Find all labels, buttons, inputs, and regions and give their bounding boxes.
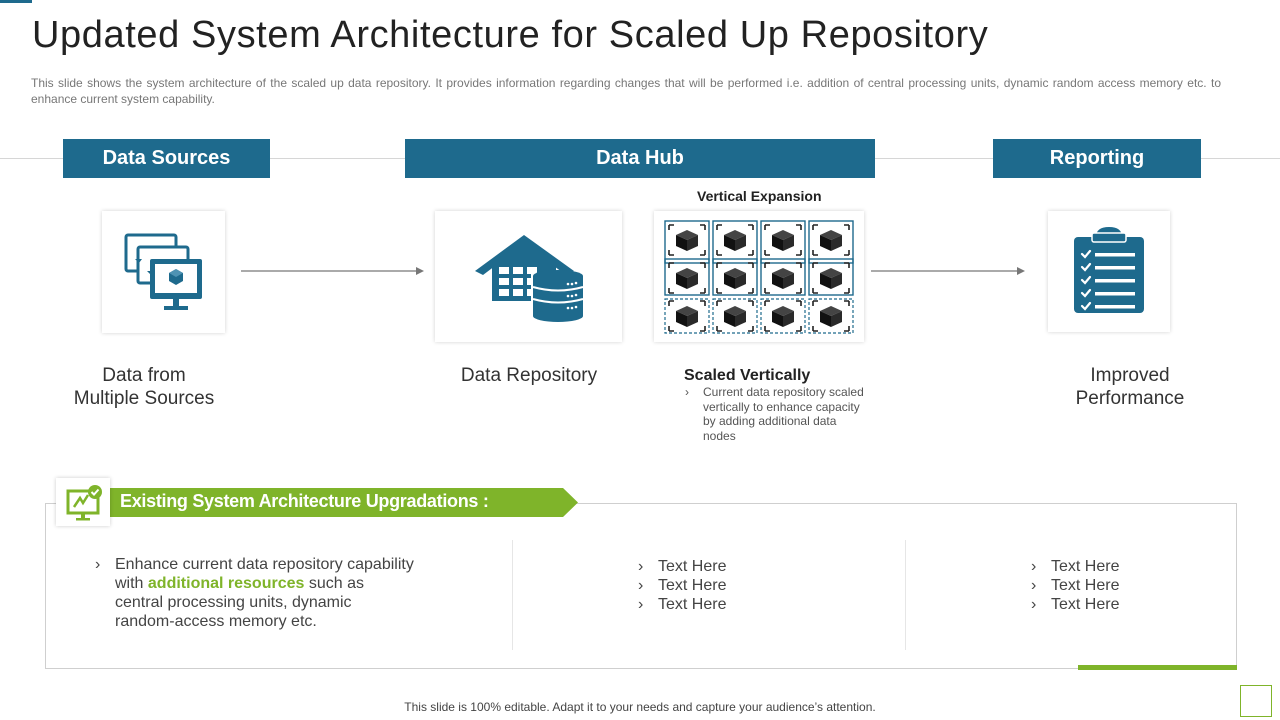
bullet-chevron-icon: ›	[638, 577, 644, 594]
corner-accent	[0, 0, 32, 3]
flow-arrow-sources-to-hub	[241, 267, 424, 275]
list-item: › Text Here	[638, 557, 726, 576]
cube-grid-icon	[664, 220, 854, 334]
list-item-text: Text Here	[658, 577, 727, 594]
list-item-text: Text Here	[658, 596, 727, 613]
scaled-vertically-bullet: › Current data repository scaled vertica…	[685, 385, 868, 443]
sources-label-line2: Multiple Sources	[73, 388, 215, 409]
monitor-check-icon	[66, 485, 102, 521]
scaled-vertically-text: Current data repository scaled verticall…	[703, 385, 864, 443]
list-item: › Text Here	[1031, 595, 1119, 614]
list-item: › Text Here	[1031, 557, 1119, 576]
nodes-card	[654, 211, 864, 342]
bullet-chevron-icon: ›	[1031, 558, 1037, 575]
list-item-text: Text Here	[658, 558, 727, 575]
column-separator-1	[512, 540, 513, 650]
sources-label: Data from Multiple Sources	[44, 364, 244, 410]
repository-card	[435, 211, 622, 342]
flow-arrow-hub-to-reporting	[871, 267, 1025, 275]
scaled-vertically-title: Scaled Vertically	[684, 367, 811, 384]
sources-card	[102, 211, 225, 333]
reporting-label-line2: Performance	[1075, 388, 1185, 409]
list-item-text: Text Here	[1051, 558, 1120, 575]
upgrades-panel	[45, 503, 1237, 669]
header-data-hub: Data Hub	[405, 139, 875, 178]
panel-accent-bar	[1078, 665, 1237, 670]
reporting-label-line1: Improved	[1090, 365, 1170, 386]
upgrade-highlight: additional resources	[147, 575, 305, 592]
house-database-icon	[475, 235, 585, 322]
bullet-chevron-icon: ›	[638, 596, 644, 613]
header-data-sources: Data Sources	[63, 139, 270, 178]
upgrades-heading: Existing System Architecture Upgradation…	[120, 491, 489, 511]
upgrade-column-1: › Enhance current data repository capabi…	[95, 555, 415, 631]
corner-square-icon	[1240, 685, 1272, 717]
bullet-chevron-icon: ›	[638, 558, 644, 575]
vertical-expansion-label: Vertical Expansion	[697, 188, 822, 204]
list-item-text: Text Here	[1051, 596, 1120, 613]
list-item: › Text Here	[1031, 576, 1119, 595]
list-item: › Text Here	[638, 576, 726, 595]
bullet-chevron-icon: ›	[1031, 577, 1037, 594]
monitors-network-icon	[124, 233, 202, 310]
ribbon-icon-box	[56, 478, 110, 526]
reporting-label: Improved Performance	[1030, 364, 1230, 410]
upgrade-text-start: Enhance current data repository capabili…	[115, 556, 414, 592]
upgrade-column-2: › Text Here › Text Here › Text Here	[638, 557, 726, 614]
page-title: Updated System Architecture for Scaled U…	[32, 14, 989, 56]
sources-label-line1: Data from	[102, 365, 186, 386]
repository-label: Data Repository	[460, 365, 598, 386]
bullet-chevron-icon: ›	[685, 385, 689, 399]
footer-note: This slide is 100% editable. Adapt it to…	[404, 700, 876, 714]
header-reporting: Reporting	[993, 139, 1201, 178]
bullet-chevron-icon: ›	[95, 556, 101, 573]
list-item: › Text Here	[638, 595, 726, 614]
list-item-text: Text Here	[1051, 577, 1120, 594]
upgrade-text-end: such as central processing units, dynami…	[115, 575, 364, 630]
upgrade-column-3: › Text Here › Text Here › Text Here	[1031, 557, 1119, 614]
bullet-chevron-icon: ›	[1031, 596, 1037, 613]
reporting-card	[1048, 211, 1170, 332]
clipboard-checklist-icon	[1074, 227, 1144, 313]
page-subtitle: This slide shows the system architecture…	[31, 76, 1221, 106]
column-separator-2	[905, 540, 906, 650]
upgrades-ribbon	[110, 488, 578, 517]
